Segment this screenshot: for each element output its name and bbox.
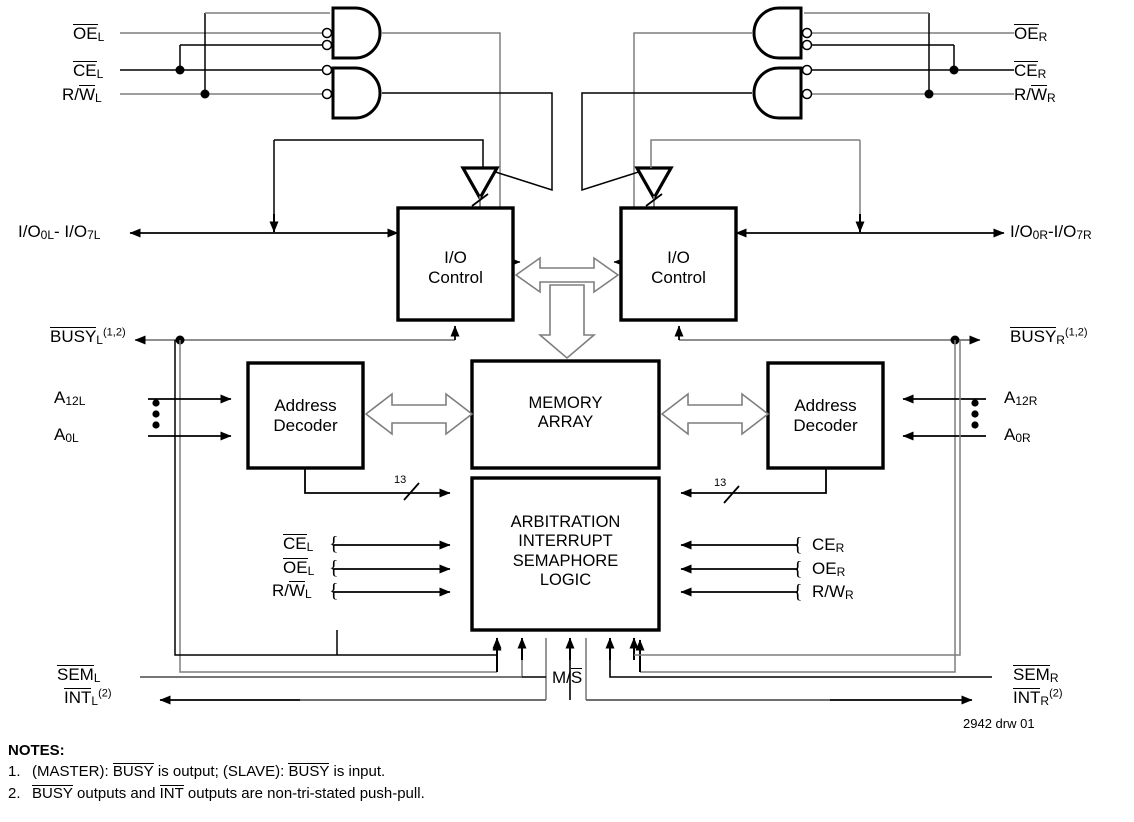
label-addr-lo-right: A0R <box>1004 425 1031 445</box>
junction-dots-right <box>924 65 959 99</box>
and-gate-right-bottom <box>752 66 803 120</box>
label-oe-right: OER <box>1014 24 1048 44</box>
note-text: outputs and <box>72 784 160 802</box>
label-arb-rw-right: R/WR <box>812 582 854 602</box>
note-overbar-term: BUSY <box>288 763 330 781</box>
note-number: 1. <box>8 763 21 781</box>
tristate-buffer-right <box>634 166 674 202</box>
decoder-memory-bus-right <box>660 392 770 436</box>
decoder-memory-bus-left <box>364 392 474 436</box>
label-ce-right: CER <box>1014 61 1047 81</box>
note-overbar-term: INT <box>159 784 184 802</box>
outer-loop-right <box>634 340 961 656</box>
brace-arb-oe-left: { <box>329 557 339 579</box>
bus13-right <box>680 468 827 504</box>
arb-inputs-left <box>333 540 451 597</box>
note-text: outputs are non-tri-stated push-pull. <box>183 784 425 802</box>
label-ms: M/S <box>552 668 583 687</box>
notes-list: 1. (MASTER): BUSY is output; (SLAVE): BUS… <box>8 761 425 804</box>
brace-arb-ce-left: { <box>329 533 339 555</box>
address-lines-left <box>148 394 232 441</box>
outer-loop-left <box>174 340 497 656</box>
tristate-buffer-left <box>460 166 500 202</box>
note-number: 2. <box>8 784 21 802</box>
io-feedback-right <box>650 139 861 228</box>
bus-slash-marks <box>471 193 663 207</box>
label-sem-left: SEML <box>57 665 101 685</box>
note-text: is output; (SLAVE): <box>153 763 289 781</box>
label-oe-left: OEL <box>73 24 105 44</box>
io-feedback-left <box>273 139 484 228</box>
address-lines-right <box>902 394 986 441</box>
io-control-right-box <box>619 206 738 322</box>
arb-bottom-arrows <box>492 637 639 660</box>
drawing-id: 2942 drw 01 <box>963 716 1035 731</box>
label-int-left: INTL(2) <box>64 687 112 708</box>
arbitration-logic-box <box>470 476 661 632</box>
address-decoder-left-box <box>246 361 365 470</box>
and-gate-right-top <box>752 6 803 60</box>
bus-width-label-left: 13 <box>394 474 407 486</box>
bus-width-label-right: 13 <box>714 477 727 489</box>
label-arb-ce-left: CEL <box>283 534 314 554</box>
label-addr-hi-right: A12R <box>1004 388 1038 408</box>
gate-output-routing-right <box>633 32 752 262</box>
notes-heading: NOTES: <box>8 742 65 759</box>
note-text: (MASTER): <box>32 763 113 781</box>
sem-right-line <box>609 660 992 678</box>
label-int-right: INTR(2) <box>1013 687 1063 708</box>
ellipsis-left <box>152 399 160 429</box>
note-item: 1. (MASTER): BUSY is output; (SLAVE): BUS… <box>8 761 425 782</box>
label-sem-right: SEMR <box>1013 665 1059 685</box>
io-control-left-box <box>396 206 515 322</box>
label-rw-left: R/WL <box>62 85 102 105</box>
ellipsis-right <box>971 399 979 429</box>
label-io-bus-right: I/O0R-I/O7R <box>1010 222 1092 242</box>
label-busy-right: BUSYR(1,2) <box>1010 326 1088 347</box>
label-busy-left: BUSYL(1,2) <box>50 326 126 347</box>
io-to-io-bus-arrow <box>514 256 620 294</box>
label-rw-right: R/WR <box>1014 85 1056 105</box>
brace-arb-oe-right: { <box>793 558 803 580</box>
note-item: 2. BUSY outputs and INT outputs are non-t… <box>8 783 425 804</box>
arb-inputs-right <box>680 540 798 597</box>
label-arb-oe-right: OER <box>812 559 846 579</box>
label-arb-rw-left: R/WL <box>272 581 312 601</box>
brace-arb-rw-left: { <box>329 580 339 602</box>
note-text: is input. <box>329 763 386 781</box>
brace-arb-ce-right: { <box>793 534 803 556</box>
label-ce-left: CEL <box>73 61 104 81</box>
io-to-memory-bus-arrow <box>537 284 597 360</box>
label-addr-hi-left: A12L <box>54 388 86 408</box>
notes-section: NOTES: 1. (MASTER): BUSY is output; (SLAV… <box>8 740 425 804</box>
label-arb-ce-right: CER <box>812 535 845 555</box>
label-io-bus-left: I/O0L- I/O7L <box>18 222 101 242</box>
note-overbar-term: BUSY <box>32 784 73 802</box>
gate-output-routing-left <box>382 32 501 262</box>
wires-top-right <box>804 12 1014 95</box>
label-arb-oe-left: OEL <box>283 558 315 578</box>
label-addr-lo-left: A0L <box>54 425 79 445</box>
note-overbar-term: BUSY <box>112 763 154 781</box>
sem-left-route <box>140 660 523 678</box>
address-decoder-right-box <box>766 361 885 470</box>
brace-arb-rw-right: { <box>793 581 803 603</box>
wires-top-left <box>120 12 330 95</box>
memory-array-box <box>470 359 661 470</box>
and-gate-left-top <box>331 6 382 60</box>
junction-dots-left <box>175 65 210 99</box>
and-gate-left-bottom <box>331 66 382 120</box>
bus13-left <box>304 468 451 501</box>
